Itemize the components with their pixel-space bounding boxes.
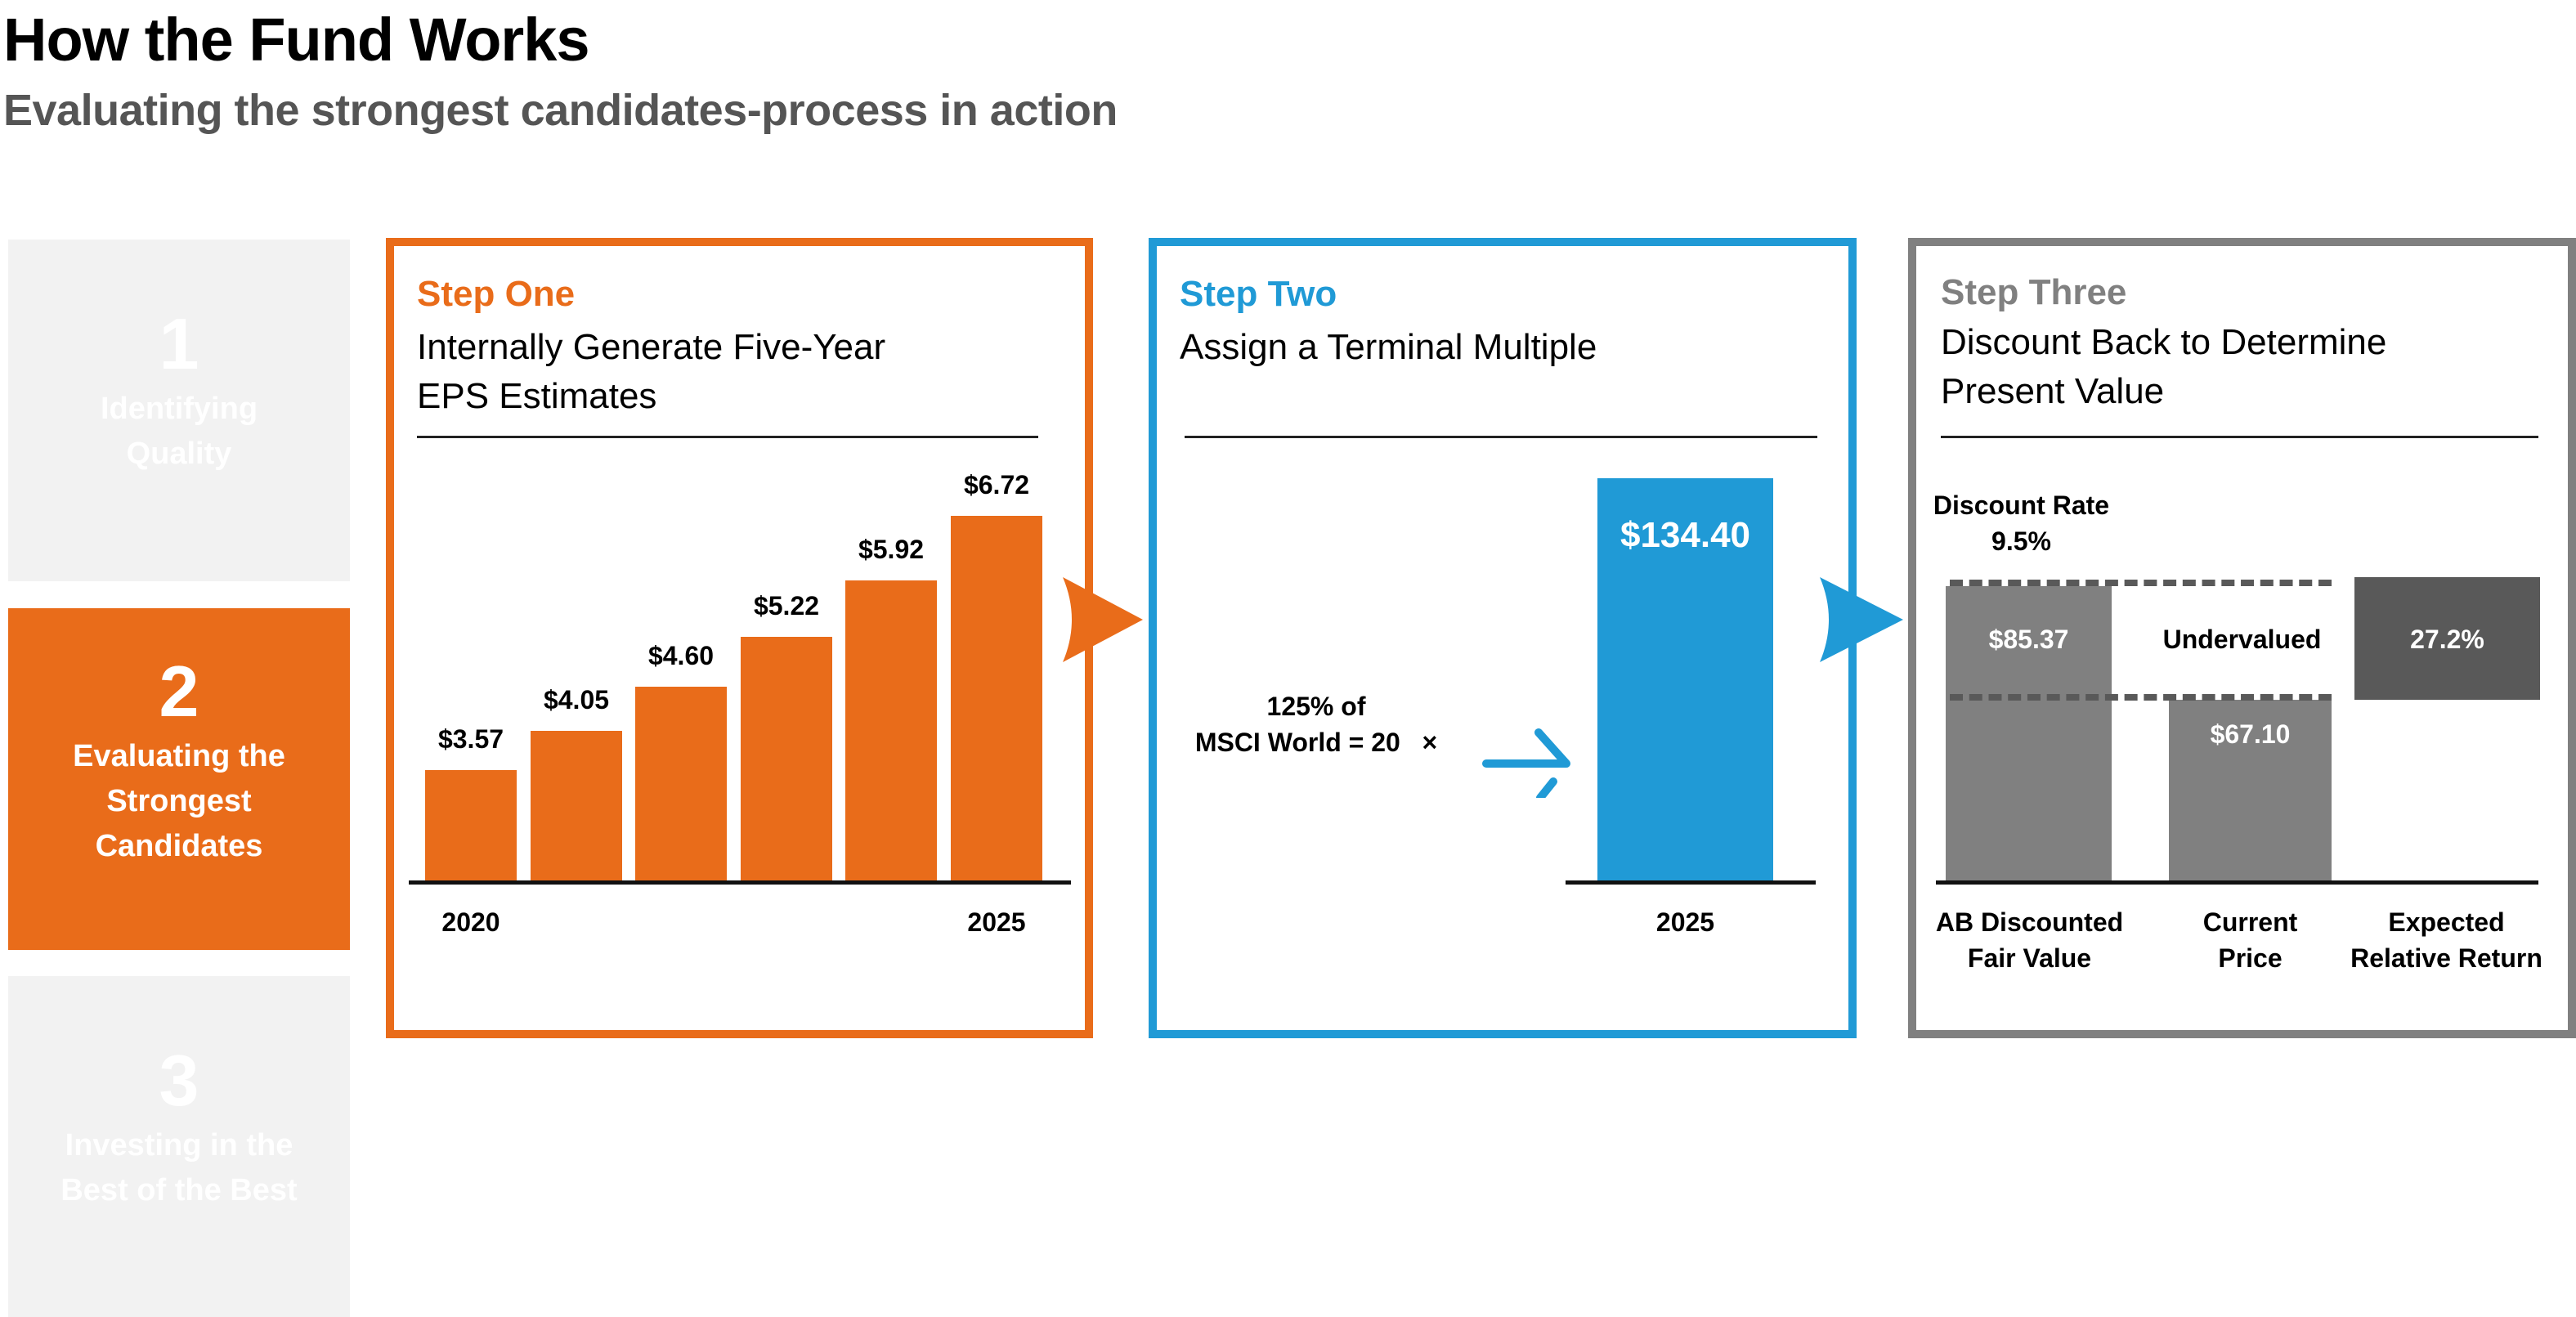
category-expected-return: Expected Relative Return bbox=[2334, 904, 2559, 976]
x-label-start: 2020 bbox=[441, 907, 500, 937]
step-one-description: Internally Generate Five-Year EPS Estima… bbox=[417, 323, 885, 421]
expected-return-label: 27.2% bbox=[2410, 625, 2484, 654]
category-line: Price bbox=[2218, 943, 2283, 973]
step-number: 1 bbox=[159, 303, 199, 384]
discount-rate-value: 9.5% bbox=[1991, 526, 2051, 556]
category-line: Current bbox=[2202, 907, 2298, 937]
category-line: Relative Return bbox=[2350, 943, 2542, 973]
terminal-value-label: $134.40 bbox=[1620, 515, 1751, 555]
step-label: Identifying Quality bbox=[8, 387, 350, 477]
eps-bar-2022 bbox=[635, 687, 727, 882]
dashed-line-current-price bbox=[1950, 694, 2332, 701]
eps-bar-2021 bbox=[531, 731, 622, 882]
dashed-line-fair-value bbox=[1950, 580, 2332, 586]
category-line: Fair Value bbox=[1967, 943, 2092, 973]
desc-line: EPS Estimates bbox=[417, 376, 657, 416]
multiple-line-2: MSCI World = 20 × bbox=[1194, 728, 1438, 757]
eps-value-label: $6.72 bbox=[963, 470, 1030, 499]
eps-bar-2020 bbox=[425, 769, 517, 882]
eps-value-label: $4.60 bbox=[647, 641, 715, 671]
page-title: How the Fund Works bbox=[3, 6, 590, 74]
blue-arrow-icon bbox=[1820, 577, 1903, 662]
x-axis bbox=[1566, 880, 1816, 885]
label-line: Investing in the bbox=[65, 1128, 293, 1162]
fair-value-bar bbox=[1946, 586, 2112, 882]
discount-rate-label: Discount Rate bbox=[1933, 491, 2110, 520]
divider bbox=[1941, 436, 2538, 438]
category-line: Expected bbox=[2388, 907, 2505, 937]
eps-bar-2025 bbox=[951, 516, 1042, 882]
terminal-value-bar bbox=[1597, 478, 1773, 882]
current-price-label: $67.10 bbox=[2210, 719, 2291, 749]
label-line: Strongest bbox=[106, 784, 252, 818]
orange-arrow-icon bbox=[1063, 577, 1143, 662]
step-two-description: Assign a Terminal Multiple bbox=[1180, 323, 1597, 372]
arrow-right-icon bbox=[1482, 728, 1570, 798]
multiple-line-1: 125% of bbox=[1266, 692, 1366, 721]
eps-bar-2023 bbox=[741, 637, 832, 882]
step-three-title: Step Three bbox=[1941, 272, 2127, 312]
label-line: Evaluating the bbox=[73, 739, 285, 773]
expected-return-box bbox=[2354, 577, 2540, 700]
step-one-title: Step One bbox=[417, 274, 576, 314]
step-number: 2 bbox=[159, 651, 199, 732]
desc-line: Discount Back to Determine bbox=[1941, 322, 2387, 362]
label-line: Identifying bbox=[100, 392, 258, 426]
fair-value-label: $85.37 bbox=[1988, 625, 2069, 654]
category-line: AB Discounted bbox=[1935, 907, 2124, 937]
step-label: Evaluating the Strongest Candidates bbox=[8, 734, 350, 869]
eps-value-label: $5.92 bbox=[858, 534, 925, 564]
step-three-description: Discount Back to Determine Present Value bbox=[1941, 318, 2386, 416]
eps-value-label: $4.05 bbox=[543, 685, 610, 715]
desc-line: Internally Generate Five-Year bbox=[417, 327, 886, 367]
divider bbox=[1185, 436, 1817, 438]
sidebar-item-evaluating-candidates[interactable]: 2 Evaluating the Strongest Candidates bbox=[8, 608, 350, 950]
category-fair-value: AB Discounted Fair Value bbox=[1913, 904, 2146, 976]
current-price-bar bbox=[2169, 700, 2332, 882]
label-line: Quality bbox=[126, 437, 232, 471]
sidebar-item-investing-best[interactable]: 3 Investing in the Best of the Best bbox=[8, 976, 350, 1317]
eps-value-label: $5.22 bbox=[753, 591, 820, 621]
label-line: Best of the Best bbox=[60, 1173, 298, 1207]
sidebar-item-identifying-quality[interactable]: 1 Identifying Quality bbox=[8, 240, 350, 581]
x-label: 2025 bbox=[1655, 907, 1715, 937]
step-label: Investing in the Best of the Best bbox=[8, 1123, 350, 1213]
step-two-title: Step Two bbox=[1180, 274, 1337, 314]
step-number: 3 bbox=[159, 1040, 199, 1121]
x-axis bbox=[409, 880, 1071, 885]
divider bbox=[417, 436, 1038, 438]
undervalued-label: Undervalued bbox=[2162, 625, 2322, 654]
category-current-price: Current Price bbox=[2142, 904, 2359, 976]
x-axis bbox=[1936, 880, 2538, 885]
x-label-end: 2025 bbox=[967, 907, 1026, 937]
desc-line: Assign a Terminal Multiple bbox=[1180, 327, 1597, 367]
eps-bar-2024 bbox=[845, 580, 937, 882]
page-subtitle: Evaluating the strongest candidates-proc… bbox=[3, 86, 1118, 135]
desc-line: Present Value bbox=[1941, 371, 2165, 411]
eps-value-label: $3.57 bbox=[437, 723, 504, 754]
label-line: Candidates bbox=[95, 829, 263, 863]
